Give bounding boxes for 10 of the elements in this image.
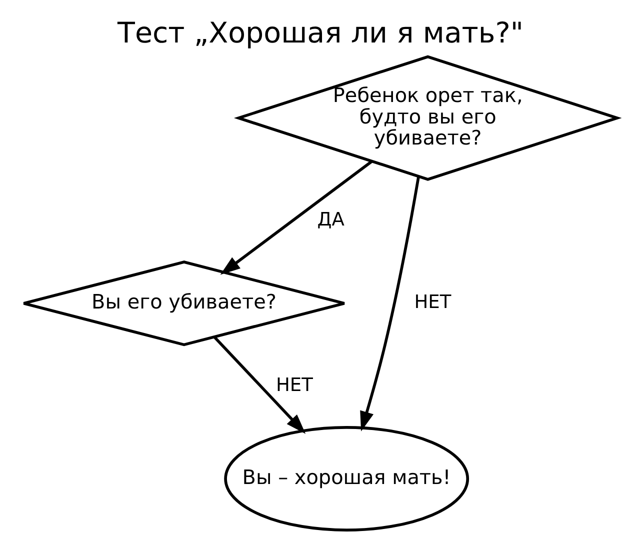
node-ellipse: Вы – хорошая мать! [224, 426, 469, 532]
node-diamond: Вы его убиваете? [22, 260, 346, 346]
edge-label: НЕТ [414, 292, 451, 314]
diagram-title: Тест „Хорошая ли я мать?" [117, 16, 523, 50]
edge-label: НЕТ [275, 374, 312, 396]
arrow [360, 176, 420, 432]
arrow [213, 336, 306, 434]
edge-label: ДА [316, 210, 344, 231]
arrow [220, 160, 372, 275]
node-diamond: Ребенок орет так, будто вы его убиваете? [233, 55, 622, 181]
